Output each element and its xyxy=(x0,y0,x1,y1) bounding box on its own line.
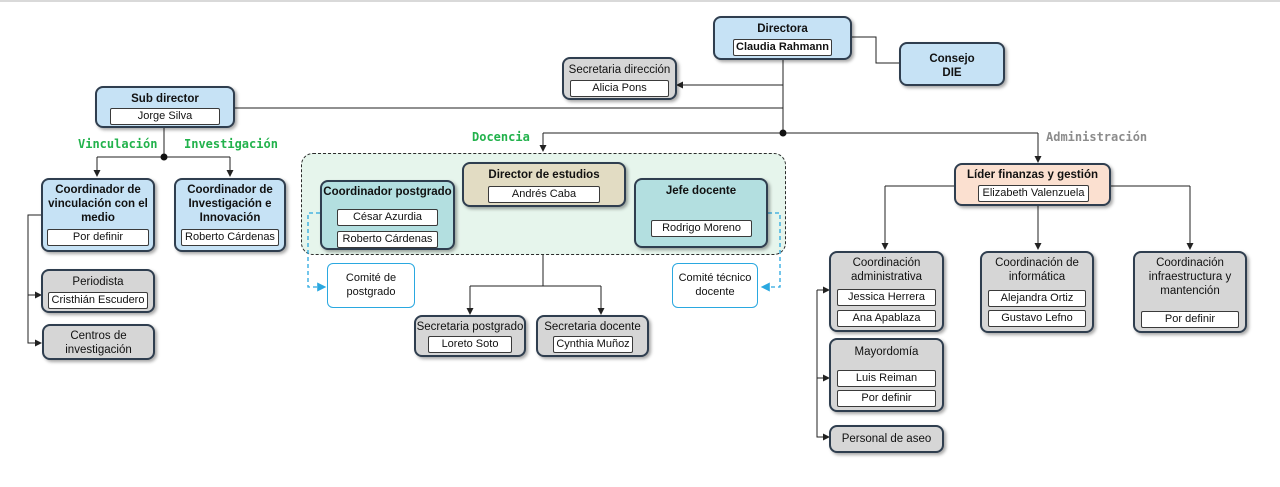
jefe-docente-title: Jefe docente xyxy=(665,185,737,197)
director-estudios-title: Director de estudios xyxy=(488,169,600,181)
secretaria-postgrado-name: Loreto Soto xyxy=(428,336,512,353)
secretaria-direccion-name: Alicia Pons xyxy=(570,80,669,97)
coord-informatica-box: Coordinación de informática Alejandra Or… xyxy=(980,251,1094,333)
coord-informatica-title: Coordinación de informática xyxy=(995,257,1079,283)
consejo-box: Consejo DIE xyxy=(899,42,1005,86)
coord-administrativa-title: Coordinación administrativa xyxy=(851,257,922,283)
secretaria-docente-name: Cynthia Muñoz xyxy=(553,336,633,353)
coord-informatica-name-1: Alejandra Ortiz xyxy=(988,290,1086,307)
top-border xyxy=(0,0,1280,2)
mayordomia-title: Mayordomía xyxy=(854,346,919,358)
jefe-docente-name: Rodrigo Moreno xyxy=(651,220,752,237)
director-estudios-name: Andrés Caba xyxy=(488,186,600,203)
coord-infra-name: Por definir xyxy=(1141,311,1239,328)
personal-aseo-box: Personal de aseo xyxy=(829,425,944,453)
coord-postgrado-name-2: Roberto Cárdenas xyxy=(337,231,438,248)
coord-infra-box: Coordinación infraestructura y mantenció… xyxy=(1133,251,1247,333)
coord-vinculacion-box: Coordinador de vinculación con el medio … xyxy=(41,178,155,252)
lider-finanzas-title: Líder finanzas y gestión xyxy=(967,169,1098,181)
director-estudios-box: Director de estudios Andrés Caba xyxy=(462,162,626,207)
coord-administrativa-name-1: Jessica Herrera xyxy=(837,289,936,306)
secretaria-postgrado-title: Secretaria postgrado xyxy=(416,321,524,333)
centros-box: Centros de investigación xyxy=(42,324,155,360)
comite-tecnico-box: Comité técnico docente xyxy=(672,263,758,308)
periodista-name: Cristhián Escudero xyxy=(48,292,148,309)
personal-aseo-title: Personal de aseo xyxy=(841,433,932,445)
coord-postgrado-title: Coordinador postgrado xyxy=(323,186,452,198)
label-docencia: Docencia xyxy=(472,130,530,144)
label-vinculacion: Vinculación xyxy=(78,137,158,151)
comite-postgrado-box: Comité de postgrado xyxy=(327,263,415,308)
coord-administrativa-name-2: Ana Apablaza xyxy=(837,310,936,327)
lider-finanzas-box: Líder finanzas y gestión Elizabeth Valen… xyxy=(954,163,1111,206)
label-investigacion: Investigación xyxy=(184,137,278,151)
coord-postgrado-name-1: César Azurdia xyxy=(337,209,438,226)
jefe-docente-box: Jefe docente Rodrigo Moreno xyxy=(634,178,768,248)
coord-postgrado-box: Coordinador postgrado César Azurdia Robe… xyxy=(320,180,455,250)
coord-investigacion-name: Roberto Cárdenas xyxy=(181,229,279,246)
coord-infra-title: Coordinación infraestructura y mantenció… xyxy=(1148,257,1232,297)
subdirector-name: Jorge Silva xyxy=(110,108,220,125)
lider-finanzas-name: Elizabeth Valenzuela xyxy=(978,185,1089,202)
coord-vinculacion-name: Por definir xyxy=(47,229,149,246)
centros-title: Centros de investigación xyxy=(65,330,132,356)
coord-informatica-name-2: Gustavo Lefno xyxy=(988,310,1086,327)
consejo-line1: Consejo xyxy=(929,53,975,65)
secretaria-direccion-title: Secretaria dirección xyxy=(568,64,671,76)
comite-tecnico-title: Comité técnico docente xyxy=(678,272,752,298)
mayordomia-name-1: Luis Reiman xyxy=(837,370,936,387)
secretaria-direccion-box: Secretaria dirección Alicia Pons xyxy=(562,57,677,100)
director-name: Claudia Rahmann xyxy=(733,39,832,56)
subdirector-box: Sub director Jorge Silva xyxy=(95,86,235,128)
coord-investigacion-title: Coordinador de Investigación e Innovació… xyxy=(187,184,273,224)
director-title: Directora xyxy=(757,23,808,35)
coord-administrativa-box: Coordinación administrativa Jessica Herr… xyxy=(829,251,944,332)
coord-investigacion-box: Coordinador de Investigación e Innovació… xyxy=(174,178,286,252)
consejo-line2: DIE xyxy=(942,67,962,79)
subdirector-title: Sub director xyxy=(131,93,199,105)
mayordomia-box: Mayordomía Luis Reiman Por definir xyxy=(829,338,944,412)
comite-postgrado-title: Comité de postgrado xyxy=(345,272,397,298)
periodista-box: Periodista Cristhián Escudero xyxy=(41,269,155,313)
secretaria-docente-box: Secretaria docente Cynthia Muñoz xyxy=(536,315,649,357)
periodista-title: Periodista xyxy=(72,276,124,288)
mayordomia-name-2: Por definir xyxy=(837,390,936,407)
secretaria-docente-title: Secretaria docente xyxy=(544,321,641,333)
director-box: Directora Claudia Rahmann xyxy=(713,16,852,60)
label-administracion: Administración xyxy=(1046,130,1148,144)
coord-vinculacion-title: Coordinador de vinculación con el medio xyxy=(48,184,148,224)
secretaria-postgrado-box: Secretaria postgrado Loreto Soto xyxy=(414,315,526,357)
